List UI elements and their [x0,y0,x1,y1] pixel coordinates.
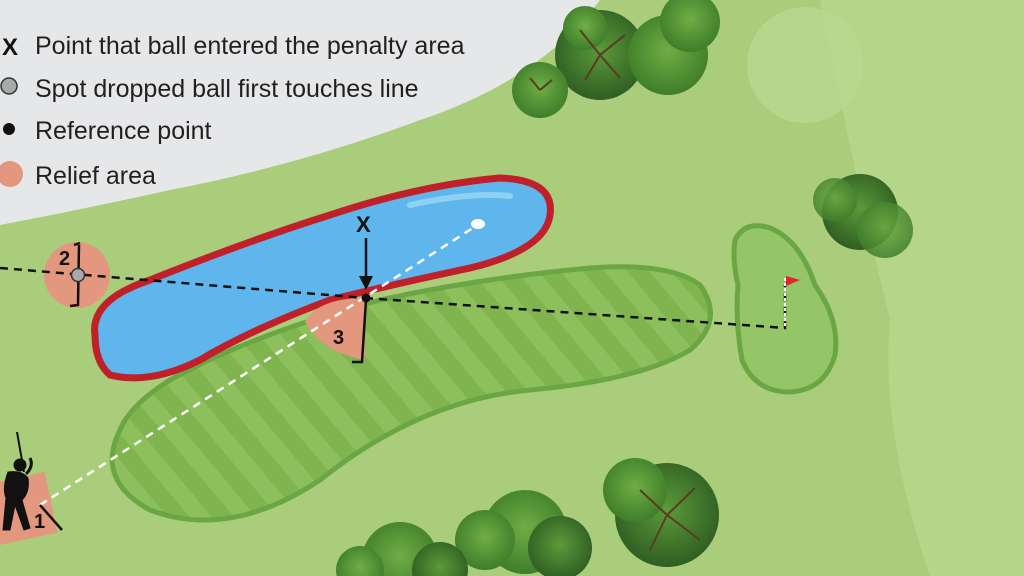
legend-label-reference: Reference point [35,117,212,145]
tree-icon [813,174,913,258]
tree-icon [455,490,592,576]
legend-label-entry: Point that ball entered the penalty area [35,32,465,60]
water-hazard [91,174,554,382]
legend-label-relief: Relief area [35,162,156,190]
relief-label-2: 2 [59,248,70,270]
flag-icon [784,276,800,326]
club-length-mark-2 [69,241,81,308]
club-length-mark-1 [39,504,63,531]
tree-icon [512,0,720,118]
tree-icon [603,458,719,567]
tree-icon [336,522,468,576]
svg-text:X: X [2,34,18,61]
legend-black-dot-icon [3,123,15,135]
golfer-icon [2,431,33,531]
drop-spot [70,267,86,283]
club-length-mark-3 [352,299,368,364]
relief-label-1: 1 [34,511,45,533]
relief-area-3 [305,298,365,360]
reference-line [0,266,366,300]
legend-label-drop-spot: Spot dropped ball first touches line [35,75,419,103]
ball-landing [471,219,485,229]
fairway [109,264,713,523]
entry-x-label: X [356,212,371,237]
ball-flight-line [39,224,477,507]
legend-x-icon: X [2,34,18,61]
reference-point [361,293,371,303]
light-rough-circle [747,7,863,123]
entry-arrowhead [359,276,373,290]
water-highlight [407,192,513,208]
legend-salmon-circle-icon [0,161,23,187]
legend-panel [0,0,600,225]
light-rough [820,0,1024,576]
relief-label-3: 3 [333,327,344,349]
legend-gray-circle-icon [0,77,18,95]
